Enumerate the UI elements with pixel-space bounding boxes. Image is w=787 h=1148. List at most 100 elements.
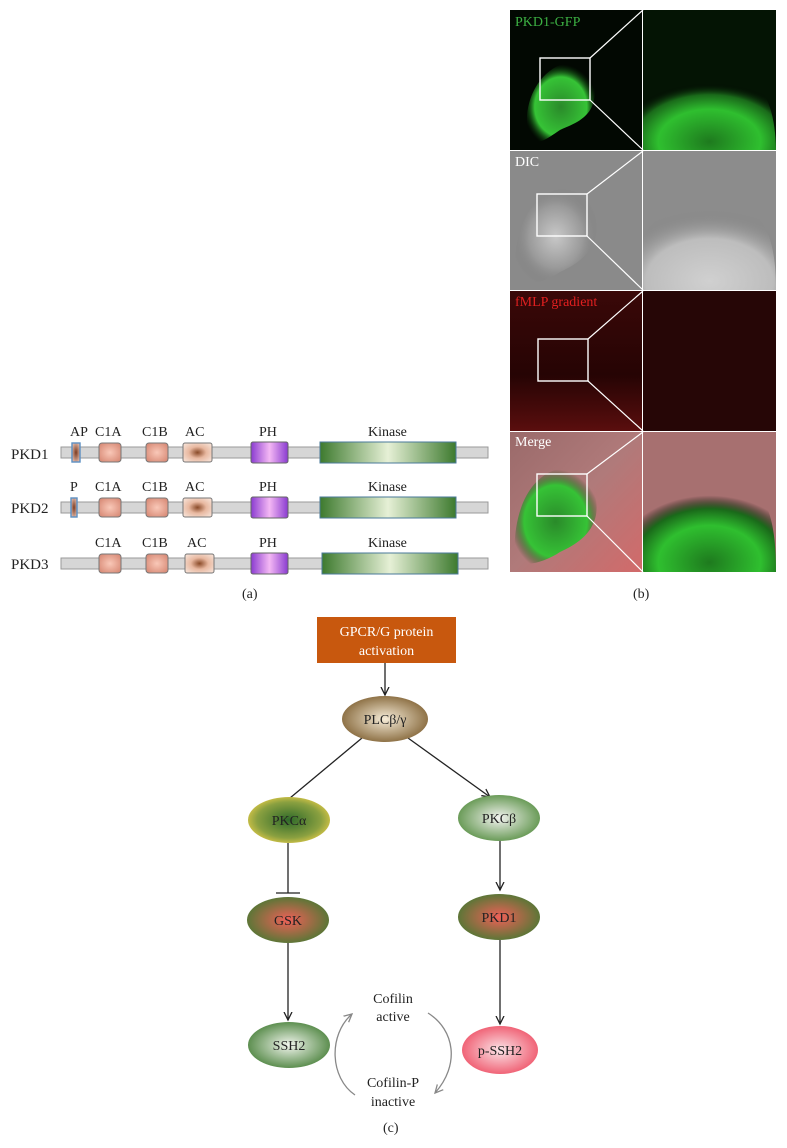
ph-domain-label: PH — [259, 536, 277, 551]
c1b-domain-label: C1B — [142, 425, 168, 440]
c1b-domain-label: C1B — [142, 536, 168, 551]
micro-row-dic: DIC — [510, 150, 776, 291]
node-pkd1-shape — [458, 894, 540, 940]
c1b-domain — [145, 442, 169, 463]
node-pkc-beta-label: PKCβ — [482, 812, 516, 827]
micro-row-fmlp: fMLP gradient — [510, 290, 776, 432]
panel-c-caption: (c) — [383, 1121, 399, 1136]
ap-domain-label: AP — [70, 425, 88, 440]
panel-c: GPCR/G protein activation PLCβ/γ PKCα PK… — [247, 617, 540, 1136]
p-domain — [70, 497, 78, 518]
node-pkc-alpha: PKCα — [248, 797, 330, 843]
node-ssh2-shape — [248, 1022, 330, 1068]
node-pkc-beta: PKCβ — [458, 795, 540, 841]
panel-b-caption: (b) — [633, 587, 650, 602]
node-pkc-beta-shape — [458, 795, 540, 841]
kinase-domain — [321, 552, 459, 575]
c1a-domain-label: C1A — [95, 425, 122, 440]
node-pkd1-label: PKD1 — [481, 911, 516, 926]
micro-label-dic: DIC — [515, 155, 539, 170]
ac-domain-label: AC — [185, 425, 204, 440]
node-gsk: GSK — [247, 897, 329, 943]
c1b-domain — [145, 553, 169, 574]
node-ssh2: SSH2 — [248, 1022, 330, 1068]
protein-name: PKD1 — [11, 447, 49, 463]
ph-domain — [250, 552, 289, 575]
ac-domain-label: AC — [187, 536, 206, 551]
zoom-line — [586, 235, 644, 291]
node-p-ssh2-label: p-SSH2 — [478, 1044, 522, 1059]
p-domain-label: P — [70, 480, 78, 495]
micro-label-merge: Merge — [515, 435, 551, 450]
node-plc-shape — [342, 696, 428, 742]
zoom-line — [586, 150, 644, 195]
zoom-line — [586, 515, 644, 573]
kinase-domain — [319, 496, 457, 519]
zoom-box — [539, 57, 591, 101]
gfp-cell — [526, 64, 595, 142]
cycle-arrow-left — [334, 1014, 356, 1096]
c1a-domain — [98, 497, 122, 518]
micro-row-gfp: PKD1-GFP — [510, 9, 776, 151]
kinase-domain-label: Kinase — [368, 480, 407, 495]
panel-a: PKD1 AP C1A C1B AC PH Kinase PKD2 P — [11, 425, 489, 602]
zoom-line — [589, 99, 644, 151]
c1b-domain — [145, 497, 169, 518]
zoom-box — [536, 473, 588, 517]
node-plc-label: PLCβ/γ — [364, 713, 407, 728]
node-pkc-alpha-shape — [248, 797, 330, 843]
node-p-ssh2-shape — [462, 1026, 538, 1074]
ph-domain-label: PH — [259, 480, 277, 495]
ac-domain — [184, 553, 215, 574]
ph-domain — [250, 496, 289, 519]
zoom-box — [536, 193, 588, 237]
c1b-domain-label: C1B — [142, 480, 168, 495]
ac-domain — [182, 442, 213, 463]
gpcr-box-line2: activation — [359, 644, 414, 659]
ap-domain — [71, 442, 81, 463]
node-gsk-label: GSK — [274, 914, 302, 929]
zoom-box — [537, 338, 589, 382]
gpcr-box-line1: GPCR/G protein — [340, 625, 434, 640]
ac-domain — [182, 497, 213, 518]
protein-row-pkd1: PKD1 AP C1A C1B AC PH Kinase — [11, 425, 489, 464]
protein-name: PKD2 — [11, 501, 49, 517]
panel-a-caption: (a) — [242, 587, 258, 602]
c1a-domain — [98, 442, 122, 463]
zoom-line — [587, 290, 644, 340]
cofilin-inactive-state: inactive — [371, 1095, 415, 1110]
cofilin-inactive-name: Cofilin-P — [367, 1076, 419, 1091]
merge-cell-zoom — [643, 476, 776, 572]
cycle-arrow-right — [427, 1012, 452, 1093]
zoom-line — [589, 9, 644, 59]
node-p-ssh2: p-SSH2 — [462, 1026, 538, 1074]
dic-cell-zoom — [643, 201, 776, 290]
edge-plc-pkca — [289, 737, 363, 799]
node-plc: PLCβ/γ — [342, 696, 428, 742]
ph-domain-label: PH — [259, 425, 277, 440]
protein-row-pkd2: PKD2 P C1A C1B AC PH Kinase — [11, 480, 489, 519]
zoom-line — [587, 380, 644, 432]
node-gsk-shape — [247, 897, 329, 943]
micro-label-gfp: PKD1-GFP — [515, 15, 581, 30]
gpcr-activation-box: GPCR/G protein activation — [317, 617, 456, 663]
c1a-domain-label: C1A — [95, 480, 122, 495]
protein-row-pkd3: PKD3 C1A C1B AC PH Kinase — [11, 536, 489, 575]
kinase-domain — [319, 441, 457, 464]
kinase-domain-label: Kinase — [368, 425, 407, 440]
ac-domain-label: AC — [185, 480, 204, 495]
c1a-domain-label: C1A — [95, 536, 122, 551]
cofilin-active-state: active — [376, 1010, 409, 1025]
micro-row-merge: Merge — [510, 431, 776, 573]
cofilin-active-name: Cofilin — [373, 992, 413, 1007]
kinase-domain-label: Kinase — [368, 536, 407, 551]
micro-image-left — [510, 291, 642, 431]
gpcr-box-bg — [317, 617, 456, 663]
node-pkc-alpha-label: PKCα — [272, 814, 307, 829]
ph-domain — [250, 441, 289, 464]
gfp-cell-zoom — [643, 66, 776, 150]
panel-b: PKD1-GFP DIC fMLP gradient — [510, 9, 776, 602]
micro-label-fmlp: fMLP gradient — [515, 295, 597, 310]
node-pkd1: PKD1 — [458, 894, 540, 940]
